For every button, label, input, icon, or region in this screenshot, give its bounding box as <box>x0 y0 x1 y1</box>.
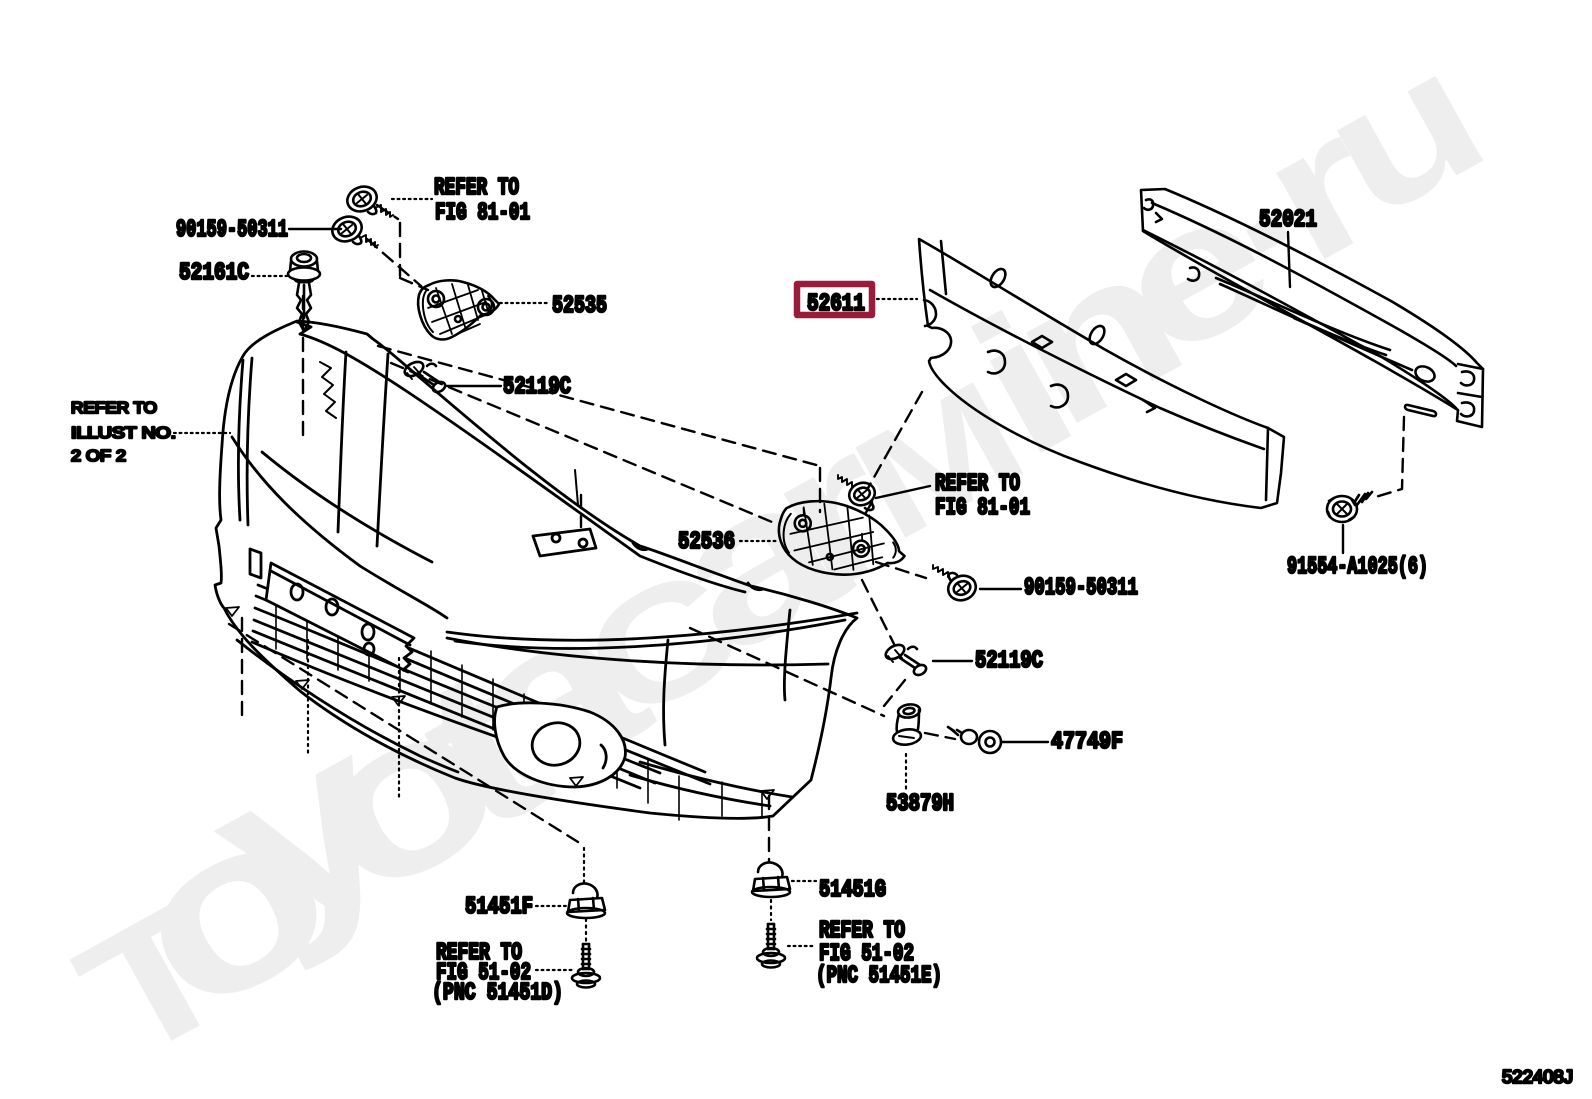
svg-text:52119C: 52119C <box>503 374 571 401</box>
svg-text:ILLUST NO.: ILLUST NO. <box>71 425 176 442</box>
svg-text:FIG 81-01: FIG 81-01 <box>935 495 1030 522</box>
svg-text:(PNC 51451D): (PNC 51451D) <box>432 980 563 1007</box>
svg-text:FIG 51-02: FIG 51-02 <box>819 941 914 968</box>
svg-text:52021: 52021 <box>1259 207 1317 234</box>
svg-text:FIG 51-02: FIG 51-02 <box>436 960 531 987</box>
svg-text:REFER TO: REFER TO <box>71 400 157 417</box>
svg-text:51451F: 51451F <box>465 894 533 921</box>
svg-text:52611: 52611 <box>807 291 865 318</box>
svg-text:47749F: 47749F <box>1051 729 1123 756</box>
svg-text:522408J: 522408J <box>1502 1067 1573 1087</box>
svg-text:2 OF 2: 2 OF 2 <box>71 448 126 465</box>
svg-text:52536: 52536 <box>678 529 735 556</box>
svg-text:90159-50311: 90159-50311 <box>1024 575 1138 602</box>
svg-text:FIG 81-01: FIG 81-01 <box>435 200 530 227</box>
svg-text:REFER TO: REFER TO <box>434 175 519 202</box>
svg-text:(PNC 51451E): (PNC 51451E) <box>816 963 942 990</box>
svg-text:REFER TO: REFER TO <box>819 918 905 945</box>
svg-text:52535: 52535 <box>552 293 607 320</box>
svg-text:52161C: 52161C <box>179 260 249 287</box>
svg-text:91554-A1025(6): 91554-A1025(6) <box>1287 554 1428 581</box>
svg-text:53879H: 53879H <box>886 791 954 818</box>
svg-text:REFER TO: REFER TO <box>935 471 1020 498</box>
svg-text:90159-50311: 90159-50311 <box>176 217 288 244</box>
svg-text:REFER TO: REFER TO <box>436 940 522 967</box>
svg-text:51451G: 51451G <box>819 877 886 904</box>
svg-text:52119C: 52119C <box>975 648 1043 675</box>
